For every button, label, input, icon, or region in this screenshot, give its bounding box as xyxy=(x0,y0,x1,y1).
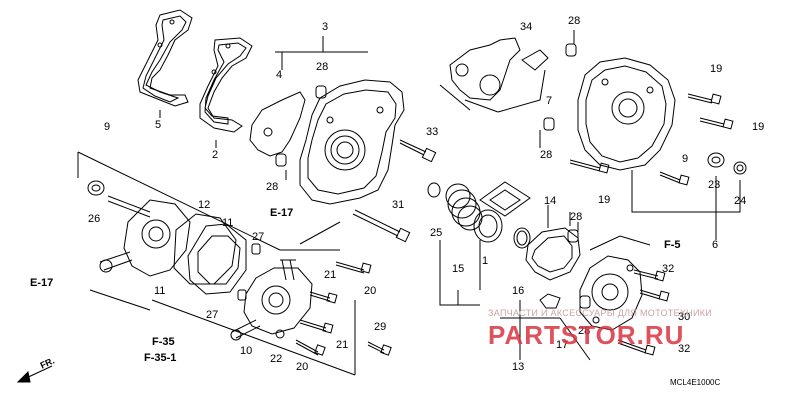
label-part-31: 31 xyxy=(392,199,405,211)
label-part-1: 1 xyxy=(482,255,489,267)
ref-f5[interactable]: F-5 xyxy=(664,239,681,251)
label-part-12: 12 xyxy=(198,199,211,211)
label-part-28-b: 28 xyxy=(266,181,279,193)
pump-housing-17-shape xyxy=(579,255,643,331)
label-part-33: 33 xyxy=(426,126,439,138)
cover-7-shape xyxy=(577,57,676,171)
label-part-29: 29 xyxy=(374,321,387,333)
label-part-21-a: 21 xyxy=(324,269,337,281)
label-part-9: 9 xyxy=(104,121,111,133)
label-part-3: 3 xyxy=(322,21,329,33)
label-part-32-a: 32 xyxy=(662,263,675,275)
label-part-28-c: 28 xyxy=(568,15,581,27)
label-part-27-b: 27 xyxy=(206,309,219,321)
label-part-19-c: 19 xyxy=(598,194,611,206)
pump-assembly-left-shape xyxy=(87,180,247,295)
dowel-shapes xyxy=(275,43,591,309)
seal-stack-shape xyxy=(427,182,531,249)
ref-f35-1[interactable]: F-35-1 xyxy=(144,352,177,364)
label-part-9-b: 9 xyxy=(682,153,689,165)
housing-34-shape xyxy=(439,37,549,113)
bolt-32-shapes xyxy=(617,269,670,356)
label-part-4: 4 xyxy=(276,69,283,81)
label-part-25: 25 xyxy=(430,227,443,239)
label-part-2: 2 xyxy=(212,149,219,161)
label-part-17: 17 xyxy=(556,339,569,351)
pump-body-10-shape xyxy=(230,259,313,341)
gasket-5-shape xyxy=(137,9,193,107)
label-part-22: 22 xyxy=(270,353,283,365)
label-part-15: 15 xyxy=(452,263,465,275)
label-part-27-a: 27 xyxy=(252,231,265,243)
label-part-28-a: 28 xyxy=(316,61,329,73)
label-part-34: 34 xyxy=(520,21,533,33)
label-part-23: 23 xyxy=(708,179,721,191)
ref-f35[interactable]: F-35 xyxy=(152,336,175,348)
watermark-tagline: ЗАПЧАСТИ И АКСЕССУАРЫ ДЛЯ МОТОТЕХНИКИ xyxy=(488,308,713,318)
label-part-11-a: 11 xyxy=(222,217,234,229)
label-part-16: 16 xyxy=(512,285,525,297)
label-part-28-e: 28 xyxy=(570,211,583,223)
gasket-2-shape xyxy=(199,37,253,133)
cover-4-shape xyxy=(249,91,306,157)
label-part-20-b: 20 xyxy=(296,361,309,373)
label-part-28-f: 28 xyxy=(578,325,591,337)
bolt-33-shape xyxy=(399,139,437,163)
bolt-19-shapes xyxy=(569,93,734,186)
ref-e17-top[interactable]: E-17 xyxy=(270,207,294,219)
seal-23-shape xyxy=(707,152,747,175)
label-part-28-d: 28 xyxy=(540,149,553,161)
diagram-code: MCL4E1000C xyxy=(670,378,721,387)
label-part-20-a: 20 xyxy=(364,285,377,297)
label-part-13: 13 xyxy=(512,361,525,373)
label-part-21-b: 21 xyxy=(336,339,349,351)
label-part-32-b: 32 xyxy=(678,343,691,355)
ref-e17-left[interactable]: E-17 xyxy=(30,277,54,289)
label-part-24: 24 xyxy=(734,195,747,207)
label-part-19-b: 19 xyxy=(752,121,765,133)
label-part-7: 7 xyxy=(546,95,553,107)
label-part-10: 10 xyxy=(240,345,253,357)
watermark-logo: PARTSTOR.RU xyxy=(488,320,685,350)
label-part-11-b: 11 xyxy=(154,285,166,297)
pump-body-shape xyxy=(299,79,405,205)
bolt-20-21-shapes xyxy=(295,261,392,356)
label-part-19-a: 19 xyxy=(710,63,723,75)
label-part-6: 6 xyxy=(712,239,719,251)
label-part-14: 14 xyxy=(544,195,557,207)
label-part-5: 5 xyxy=(155,119,162,131)
bolt-31-shape xyxy=(352,209,411,243)
label-part-30: 30 xyxy=(678,311,691,323)
label-part-26: 26 xyxy=(88,213,101,225)
